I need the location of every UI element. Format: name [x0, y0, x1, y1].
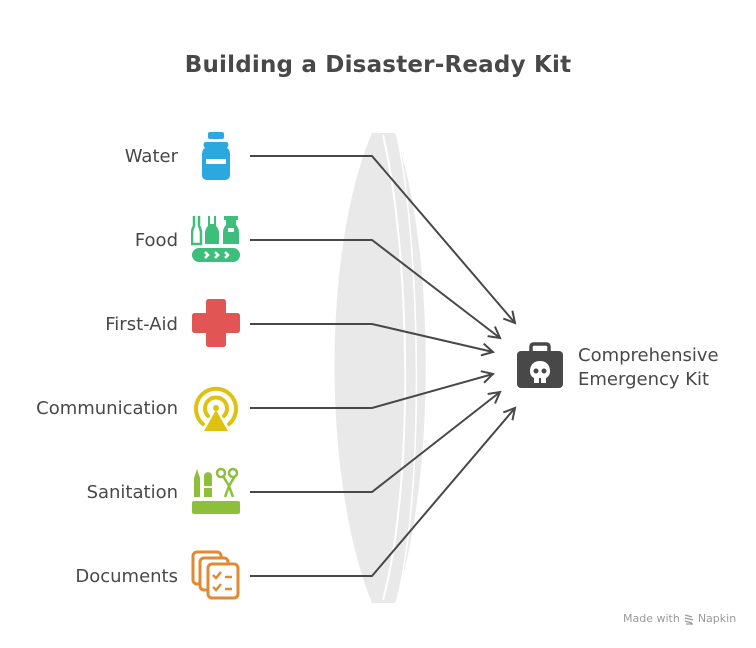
target-label: Comprehensive Emergency Kit — [578, 344, 719, 392]
connector-communication — [250, 373, 494, 409]
item-label-food: Food — [134, 230, 178, 251]
item-label-water: Water — [124, 146, 178, 167]
watermark-text: Made with — [623, 612, 680, 625]
napkin-logo-icon — [684, 613, 693, 625]
item-label-communication: Communication — [36, 398, 178, 419]
item-label-documents: Documents — [75, 566, 178, 587]
napkin-watermark[interactable]: Made with Napkin — [623, 612, 736, 625]
first-aid-cross-icon — [192, 299, 240, 347]
connector-documents — [250, 407, 516, 577]
sanitation-supplies-icon — [192, 467, 240, 514]
radio-antenna-icon — [194, 386, 238, 431]
arrowhead-communication — [480, 370, 496, 384]
page-title: Building a Disaster-Ready Kit — [184, 52, 572, 78]
connector-food — [250, 239, 501, 339]
watermark-brand: Napkin — [697, 612, 737, 625]
arrowhead-food — [487, 326, 502, 340]
connector-first-aid — [250, 323, 494, 353]
arrowhead-first-aid — [480, 342, 496, 357]
water-bottle-icon — [202, 132, 230, 180]
arrowhead-water — [502, 310, 517, 325]
connector-water — [250, 155, 516, 324]
target-label-line1: Comprehensive — [578, 345, 719, 366]
arrowhead-documents — [502, 406, 517, 421]
connector-sanitation — [250, 391, 501, 493]
item-label-sanitation: Sanitation — [86, 482, 178, 503]
documents-checklist-icon — [191, 550, 240, 600]
food-supplies-icon — [191, 216, 240, 262]
emergency-kit-skull-icon — [517, 342, 563, 388]
arrowhead-sanitation — [487, 390, 502, 404]
lens-shape — [334, 133, 426, 603]
target-label-line2: Emergency Kit — [578, 369, 710, 390]
item-label-first-aid: First-Aid — [105, 314, 178, 335]
